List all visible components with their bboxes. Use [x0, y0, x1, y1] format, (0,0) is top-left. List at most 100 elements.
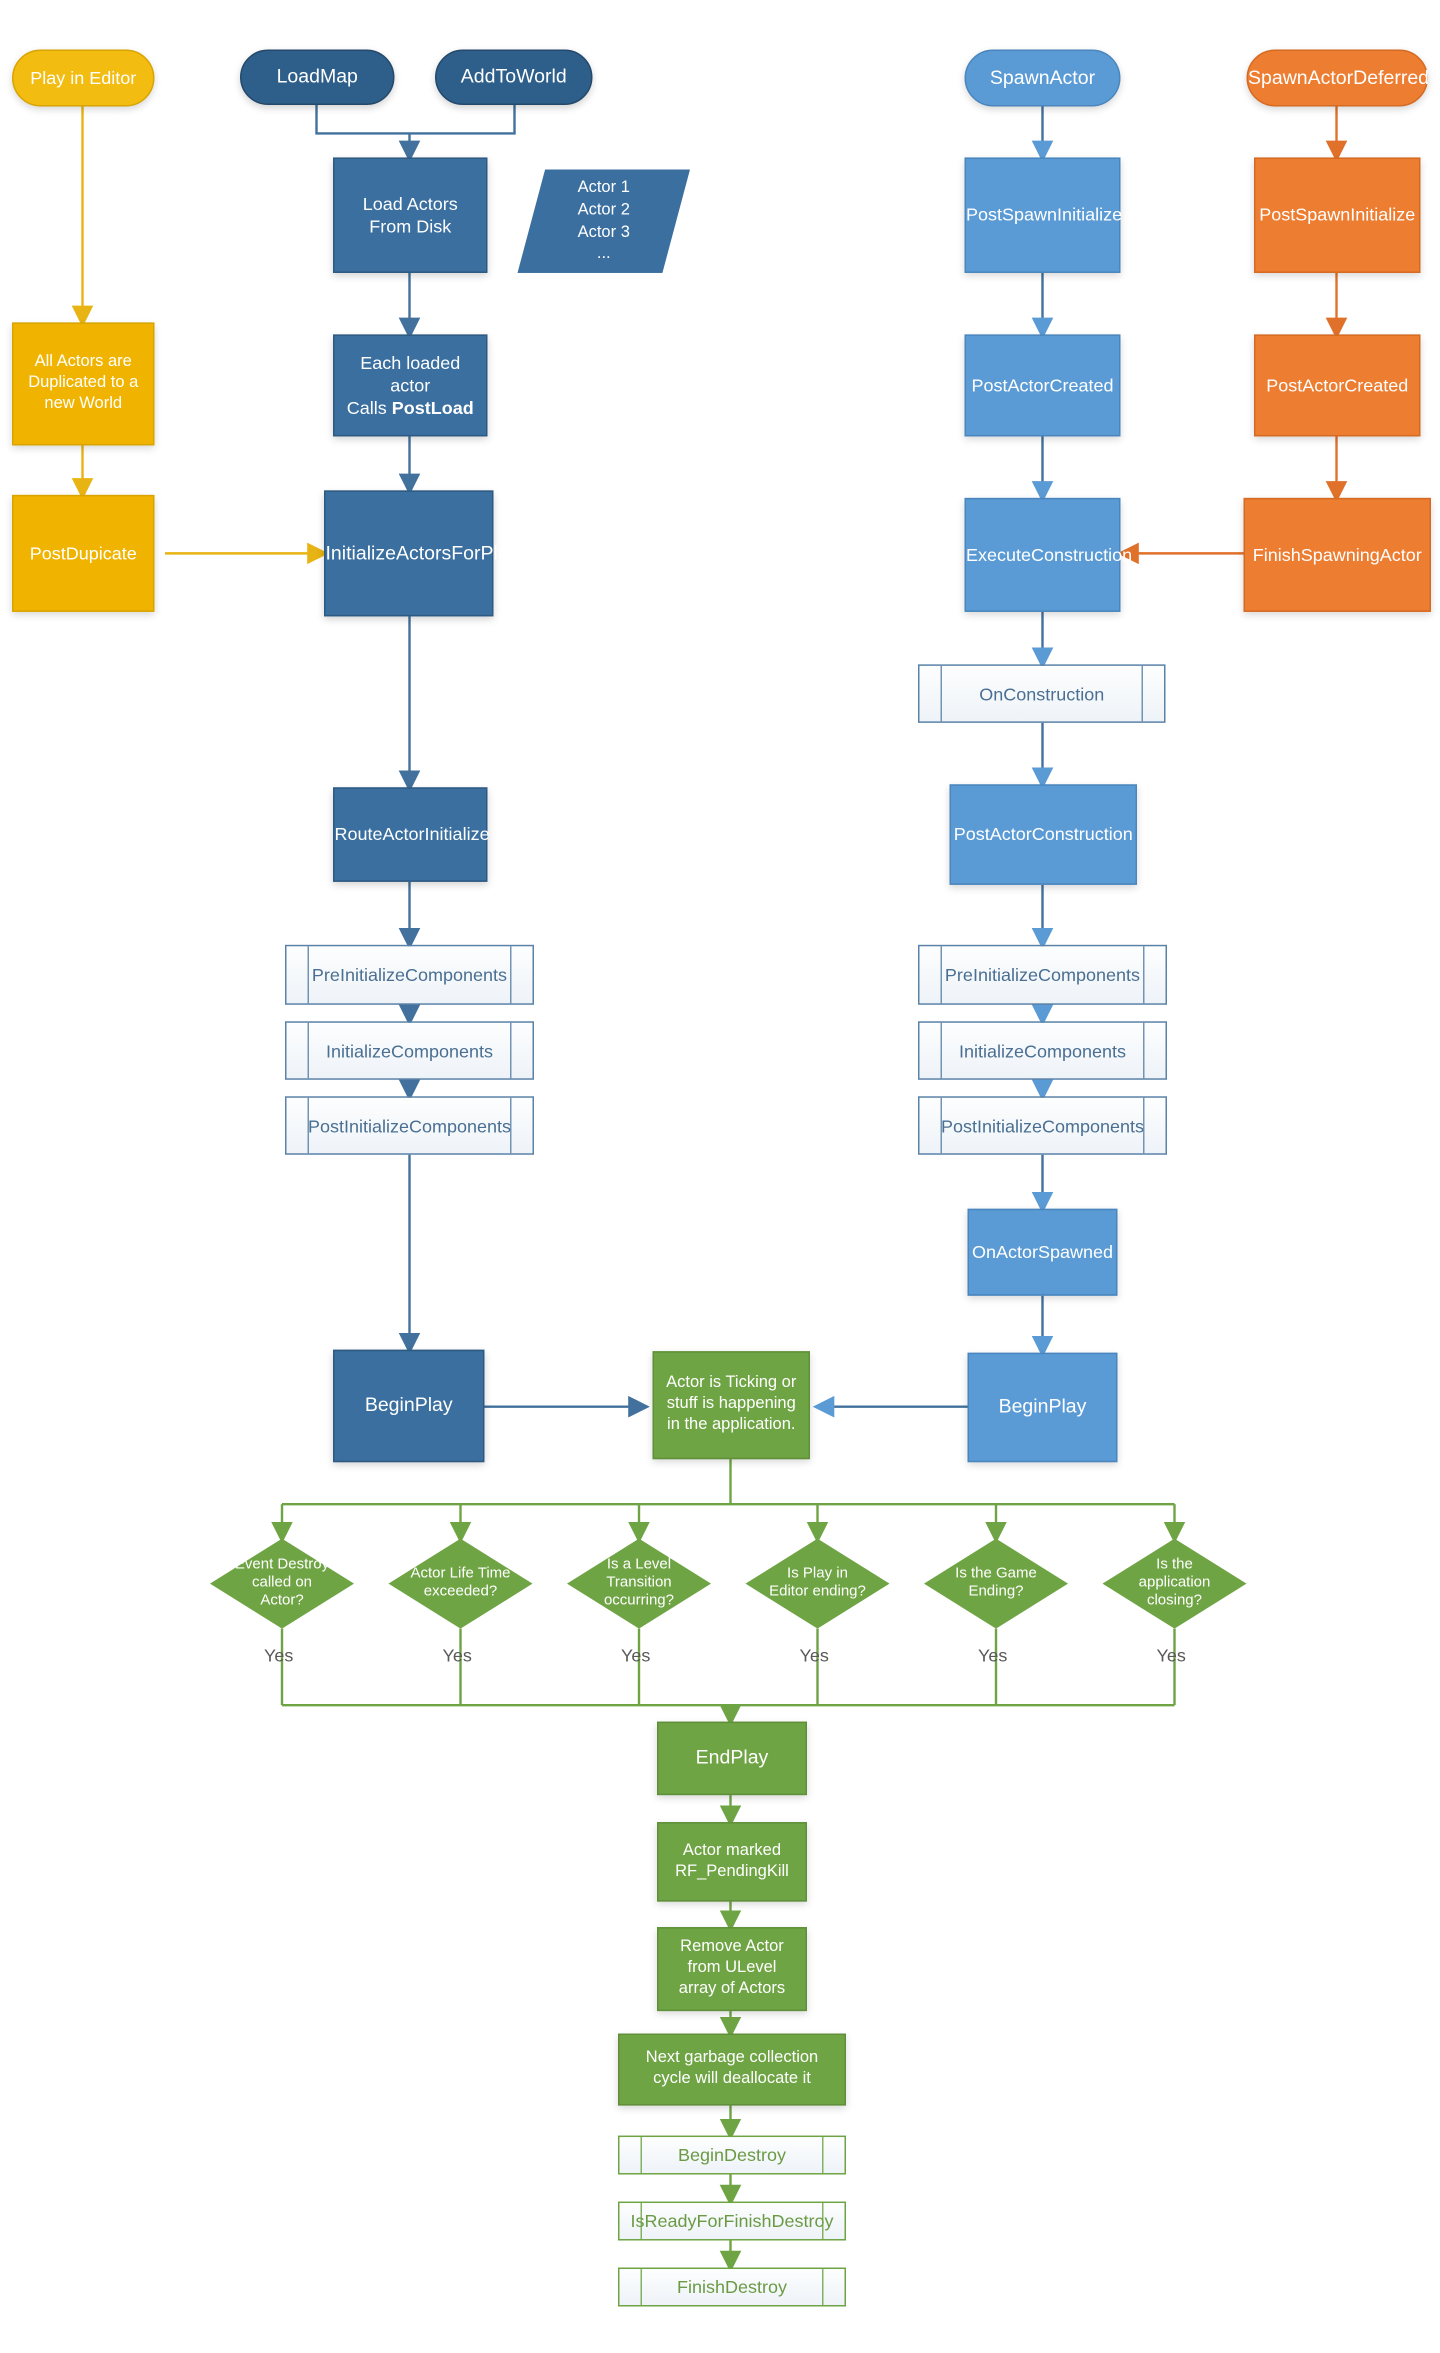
decision-label: Actor Life Time exceeded? — [410, 1565, 511, 1601]
node-beginplay-load[interactable]: BeginPlay — [333, 1349, 485, 1463]
node-label: Remove Actor from ULevel array of Actors — [678, 1938, 786, 1998]
node-label: EndPlay — [695, 1746, 769, 1769]
node-label: Actor marked RF_PendingKill — [675, 1841, 789, 1880]
node-label: FinishDestroy — [676, 2276, 788, 2298]
node-begindestroy[interactable]: BeginDestroy — [618, 2135, 846, 2175]
node-remove-actor-from-ulevel[interactable]: Remove Actor from ULevel array of Actors — [657, 1927, 807, 2012]
node-spawnactor[interactable]: SpawnActor — [964, 49, 1121, 107]
node-label: InitializeComponents — [325, 1040, 494, 1062]
node-initializeactorsforplay[interactable]: InitializeActorsForPlay — [324, 490, 518, 617]
node-load-actors-from-disk[interactable]: Load Actors From Disk — [333, 157, 488, 273]
decision-application-closing[interactable]: Is the application closing? — [1102, 1538, 1247, 1629]
node-initializecomponents-load[interactable]: InitializeComponents — [285, 1021, 534, 1080]
node-label: Play in Editor — [30, 66, 137, 88]
node-each-loaded-actor-postload[interactable]: Each loaded actor Calls PostLoad — [333, 334, 488, 437]
node-label: SpawnActorDeferred — [1248, 65, 1430, 89]
node-label: PostSpawnInitialize — [966, 203, 1123, 225]
node-routeactorinitialize[interactable]: RouteActorInitialize — [333, 787, 490, 882]
decision-label: Event Destroy called on Actor? — [234, 1556, 330, 1610]
edge-label-yes-1: Yes — [442, 1645, 472, 1667]
node-label: RouteActorInitialize — [334, 823, 490, 845]
node-postspawninitialize-deferred[interactable]: PostSpawnInitialize — [1254, 157, 1421, 273]
node-label: BeginPlay — [364, 1393, 453, 1417]
node-label: SpawnActor — [989, 65, 1096, 89]
node-label: FinishSpawningActor — [1252, 543, 1422, 565]
node-actor-marked-pendingkill[interactable]: Actor marked RF_PendingKill — [657, 1822, 807, 1902]
node-label: ExecuteConstruction — [966, 543, 1133, 565]
decision-label: Is the application closing? — [1138, 1556, 1211, 1610]
data-actor-list: Actor 1 Actor 2 Actor 3 ... — [517, 169, 691, 273]
decision-play-in-editor-ending[interactable]: Is Play in Editor ending? — [745, 1538, 890, 1629]
node-isreadyforfinishdestroy[interactable]: IsReadyForFinishDestroy — [618, 2201, 846, 2241]
node-label: PostDupicate — [29, 542, 137, 564]
data-actor-list-text: Actor 1 Actor 2 Actor 3 ... — [518, 169, 691, 272]
node-postactorcreated-deferred[interactable]: PostActorCreated — [1254, 334, 1421, 437]
actor-item: ... — [596, 244, 611, 263]
node-label: All Actors are Duplicated to a new World — [28, 352, 139, 413]
actor-item: Actor 1 — [577, 178, 630, 197]
actor-item: Actor 3 — [577, 222, 630, 241]
node-postactorconstruction[interactable]: PostActorConstruction — [949, 784, 1137, 885]
node-all-actors-duplicated[interactable]: All Actors are Duplicated to a new World — [12, 322, 155, 446]
node-label: PostInitializeComponents — [940, 1115, 1145, 1137]
node-label: PostActorCreated — [971, 374, 1114, 396]
decision-level-transition[interactable]: Is a Level Transition occurring? — [567, 1538, 711, 1629]
decision-event-destroy[interactable]: Event Destroy called on Actor? — [210, 1538, 354, 1629]
node-label: BeginPlay — [998, 1395, 1087, 1418]
node-label: PreInitializeComponents — [944, 964, 1141, 986]
parallelogram-shape — [517, 169, 690, 273]
edge-label-yes-3: Yes — [799, 1645, 829, 1667]
decision-label: Is Play in Editor ending? — [769, 1565, 866, 1601]
node-onactorspawned[interactable]: OnActorSpawned — [967, 1208, 1118, 1296]
node-postinitializecomponents-spawn[interactable]: PostInitializeComponents — [918, 1096, 1167, 1155]
postload-bold: PostLoad — [391, 396, 474, 418]
node-loadmap[interactable]: LoadMap — [240, 49, 395, 105]
node-label: LoadMap — [276, 65, 358, 88]
node-label: Actor is Ticking or stuff is happening i… — [666, 1374, 797, 1434]
node-label: PreInitializeComponents — [311, 964, 508, 986]
node-label: PostActorCreated — [1266, 374, 1409, 396]
node-executeconstruction[interactable]: ExecuteConstruction — [964, 497, 1132, 612]
node-label: Load Actors From Disk — [362, 192, 458, 237]
node-onconstruction[interactable]: OnConstruction — [918, 664, 1166, 723]
node-postdupicate[interactable]: PostDupicate — [12, 494, 155, 612]
actor-item: Actor 2 — [577, 200, 630, 219]
edge-label-yes-0: Yes — [264, 1645, 294, 1667]
node-postspawninitialize-spawn[interactable]: PostSpawnInitialize — [964, 157, 1122, 273]
node-preinitializecomponents-spawn[interactable]: PreInitializeComponents — [918, 944, 1167, 1005]
node-label: PostSpawnInitialize — [1259, 203, 1416, 225]
node-addtoworld[interactable]: AddToWorld — [435, 49, 593, 105]
node-label: PostActorConstruction — [953, 823, 1133, 845]
decision-game-ending[interactable]: Is the Game Ending? — [924, 1538, 1068, 1629]
node-preinitializecomponents-load[interactable]: PreInitializeComponents — [285, 944, 534, 1005]
node-actor-ticking[interactable]: Actor is Ticking or stuff is happening i… — [652, 1351, 810, 1460]
node-label: PostInitializeComponents — [307, 1115, 512, 1137]
edge-label-yes-4: Yes — [978, 1645, 1008, 1667]
node-label: Each loaded actor Calls PostLoad — [335, 352, 487, 419]
node-endplay[interactable]: EndPlay — [657, 1721, 807, 1796]
node-label: Next garbage collection cycle will deall… — [645, 2048, 819, 2088]
node-label: OnActorSpawned — [971, 1240, 1114, 1262]
node-postactorcreated-spawn[interactable]: PostActorCreated — [964, 334, 1121, 437]
node-spawnactordeferred[interactable]: SpawnActorDeferred — [1246, 49, 1429, 107]
edge-label-yes-5: Yes — [1156, 1645, 1186, 1667]
decision-label: Is the Game Ending? — [955, 1565, 1037, 1601]
node-play-in-editor[interactable]: Play in Editor — [12, 49, 155, 107]
node-postinitializecomponents-load[interactable]: PostInitializeComponents — [285, 1096, 534, 1155]
decision-actor-lifetime[interactable]: Actor Life Time exceeded? — [388, 1538, 533, 1629]
decision-label: Is a Level Transition occurring? — [603, 1556, 675, 1610]
node-label: IsReadyForFinishDestroy — [630, 2210, 834, 2232]
node-finishspawningactor[interactable]: FinishSpawningActor — [1243, 497, 1431, 612]
node-label: InitializeActorsForPlay — [325, 541, 519, 564]
node-initializecomponents-spawn[interactable]: InitializeComponents — [918, 1021, 1167, 1080]
node-label: BeginDestroy — [677, 2144, 787, 2166]
node-label: AddToWorld — [460, 65, 567, 88]
node-next-gc-cycle[interactable]: Next garbage collection cycle will deall… — [618, 2033, 846, 2106]
node-label: OnConstruction — [979, 683, 1105, 705]
node-finishdestroy[interactable]: FinishDestroy — [618, 2267, 846, 2307]
edge-label-yes-2: Yes — [621, 1645, 651, 1667]
postload-line2: Calls — [346, 396, 392, 418]
postload-line1: Each loaded actor — [360, 351, 461, 396]
node-beginplay-spawn[interactable]: BeginPlay — [967, 1352, 1118, 1463]
